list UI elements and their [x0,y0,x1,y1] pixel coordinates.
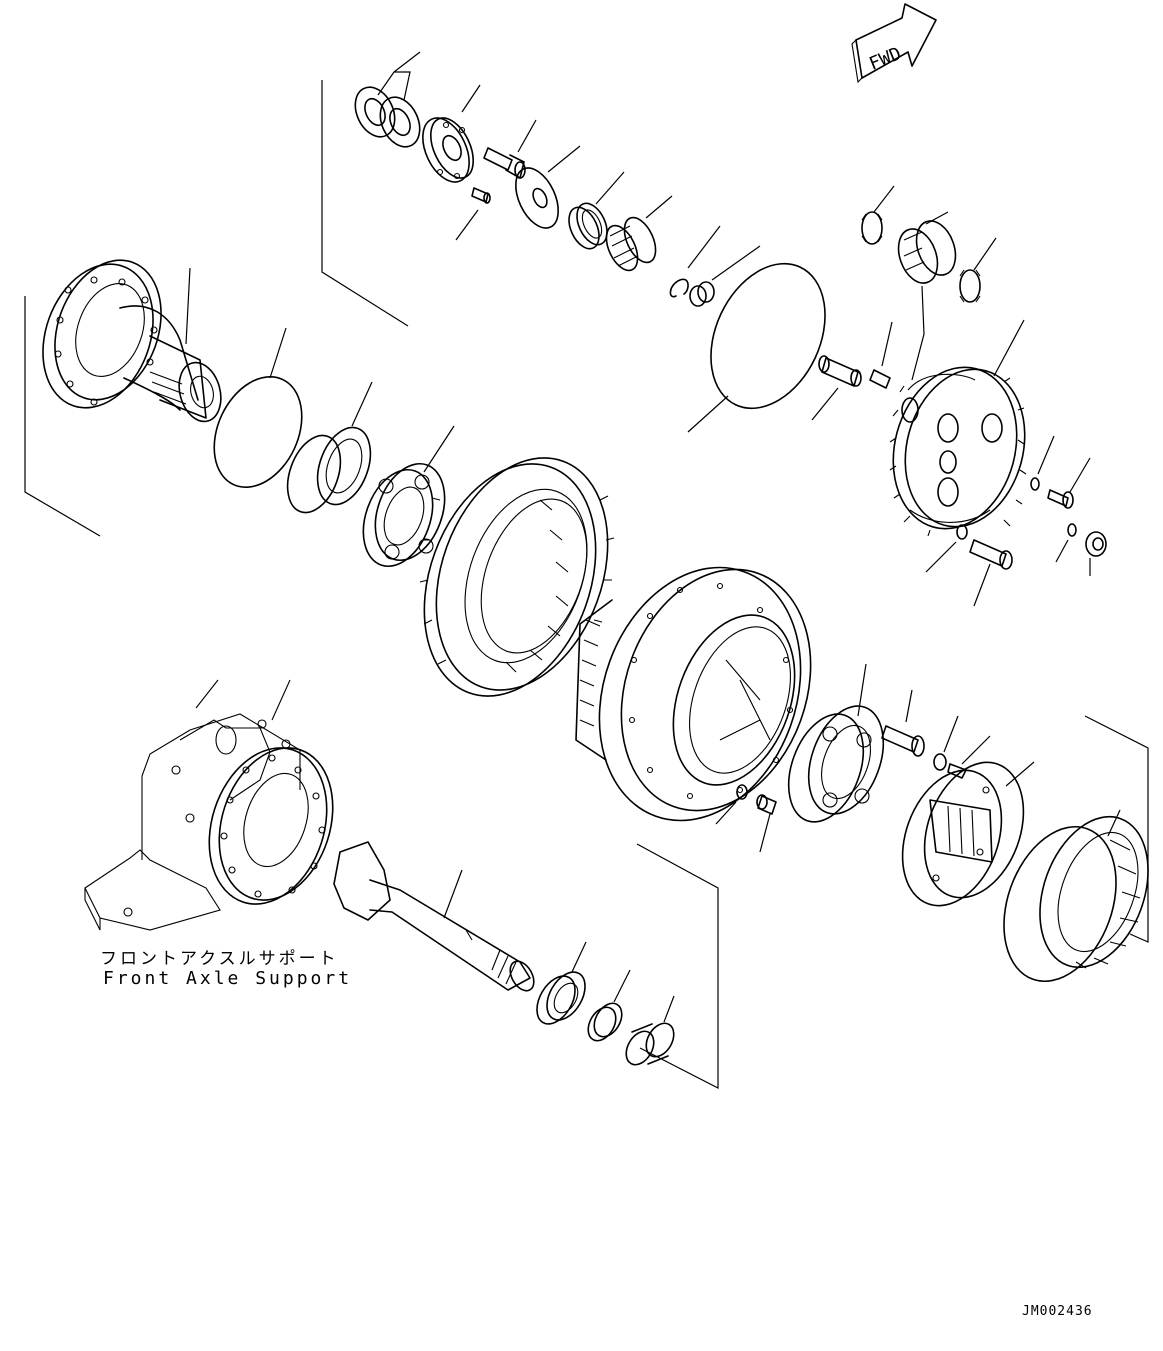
group-bracket-top [321,80,409,327]
wheel-hub-housing [575,566,812,822]
bolt-right-2 [969,539,1013,570]
fwd-arrow: FWD [851,3,937,84]
drawing-code: JM002436 [1022,1304,1093,1319]
taper-bearing-right [787,705,885,823]
bolt-right-1 [1047,489,1074,509]
shaft-seal [536,971,586,1025]
bolt-housing [756,794,777,815]
planet-shaft-pin [818,355,862,387]
o-ring-large [710,262,826,410]
oil-seal [286,426,372,514]
group-bracket-right [1084,715,1149,943]
internal-gear-ring [1003,815,1149,983]
ring-gear [419,457,615,697]
caption-japanese: フロントアクスルサポート [100,949,339,969]
dowel-pin [471,187,491,204]
needle-bearing [605,216,657,272]
bolt-large-right [881,725,925,757]
fwd-text: FWD [866,43,904,75]
planet-gear-large [897,220,957,284]
planet-carrier [889,366,1027,537]
snap-ring [669,278,689,298]
planet-gear-nut [959,269,981,303]
planet-gear-small [861,211,883,245]
washer-small-1 [1030,477,1040,491]
washer-small-3 [956,524,968,540]
nut-right [1085,531,1107,557]
washer-housing [736,784,748,800]
lock-plate [947,763,967,779]
hub-flange [42,259,222,423]
bearing-cup [568,202,608,250]
key-pin [869,369,891,389]
shaft-bearing [587,1002,623,1042]
lock-washer-pair [354,86,421,148]
caption-english: Front Axle Support [103,968,353,989]
small-bushing [689,281,715,307]
shaft-bushing [625,1022,675,1066]
roller-bearing [362,462,446,568]
cover-plate [515,167,559,229]
washer-small-2 [1067,523,1077,537]
front-axle-support [84,679,334,931]
bearing-retainer [901,761,1025,907]
washer-right [933,753,947,771]
group-bracket-bottom [636,843,719,1089]
thrust-plate [422,117,474,183]
o-ring-left [213,375,303,489]
group-bracket-left [24,296,101,537]
axle-shaft [333,841,535,992]
